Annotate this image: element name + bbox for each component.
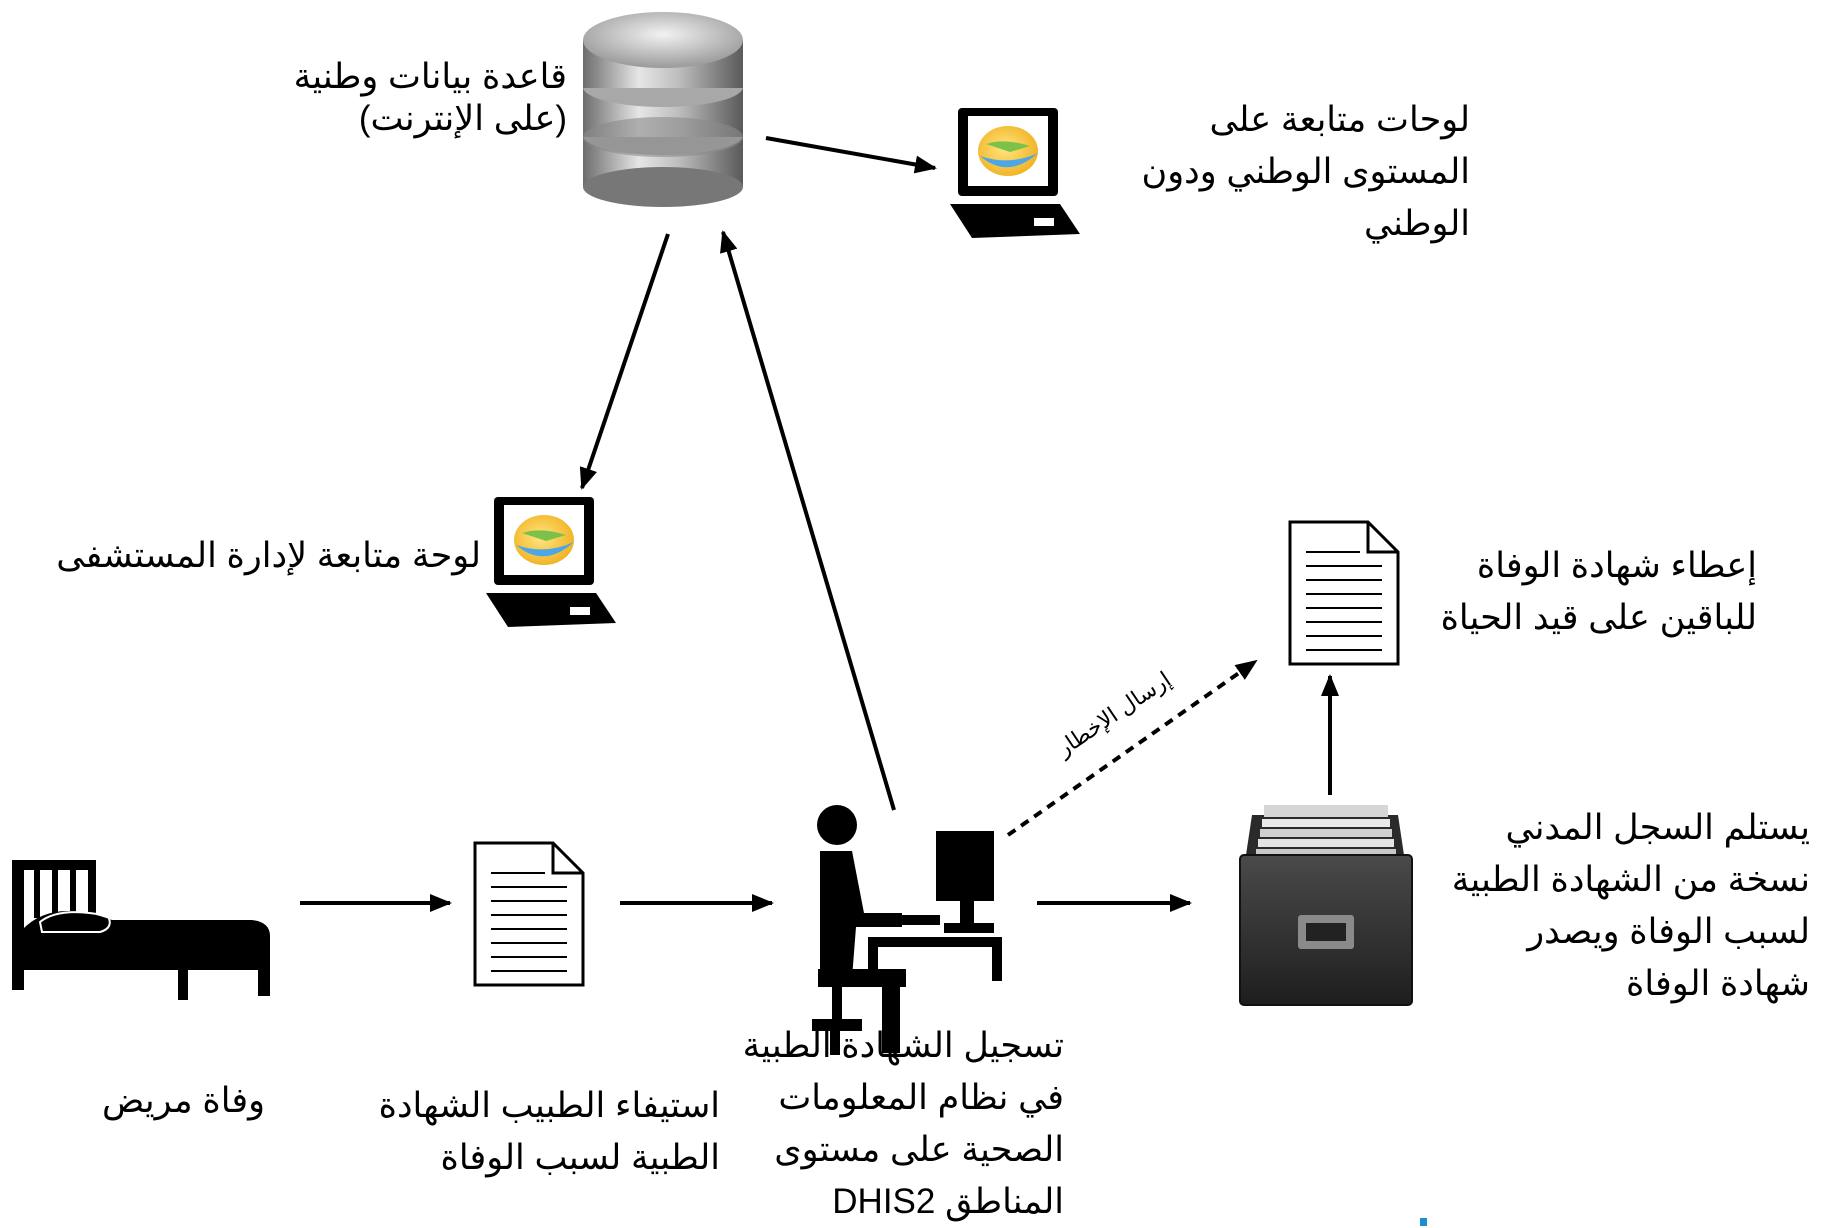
edge-db-to-national-dashboards xyxy=(765,136,937,174)
notification-label: إرسال الإخطار xyxy=(1051,667,1175,763)
database-icon xyxy=(583,12,743,207)
edge-db-to-hospital-dashboard xyxy=(579,233,670,490)
death-certificate-living-label: إعطاء شهادة الوفاة للباقين على قيد الحيا… xyxy=(1440,546,1757,637)
civil-registry-label: يستلم السجل المدني نسخة من الشهادة الطبي… xyxy=(1451,808,1810,1003)
file-cabinet-icon xyxy=(1239,805,1413,1006)
doctor-certificate-label: استيفاء الطبيب الشهادة الطبية لسبب الوفا… xyxy=(378,1086,720,1177)
document-icon xyxy=(1288,520,1400,666)
edge-dhis2-to-db xyxy=(720,230,896,811)
edge-notification-dashed xyxy=(1006,659,1258,837)
document-icon xyxy=(473,841,585,987)
bed-icon xyxy=(12,860,270,1000)
laptop-chart-icon xyxy=(950,108,1080,238)
national-dashboards-label: لوحات متابعة على المستوى الوطني ودون الو… xyxy=(1141,100,1470,243)
dhis2-registration-label: تسجيل الشهادة الطبية في نظام المعلومات ا… xyxy=(742,1026,1064,1221)
patient-death-label: وفاة مريض xyxy=(101,1081,265,1120)
hospital-dashboard-label: لوحة متابعة لإدارة المستشفى xyxy=(56,536,481,575)
accent-mark xyxy=(1420,1218,1427,1226)
laptop-chart-icon xyxy=(486,497,616,627)
person-at-computer-icon xyxy=(812,805,1002,1055)
database-label: قاعدة بيانات وطنية (على الإنترنت) xyxy=(293,57,567,138)
